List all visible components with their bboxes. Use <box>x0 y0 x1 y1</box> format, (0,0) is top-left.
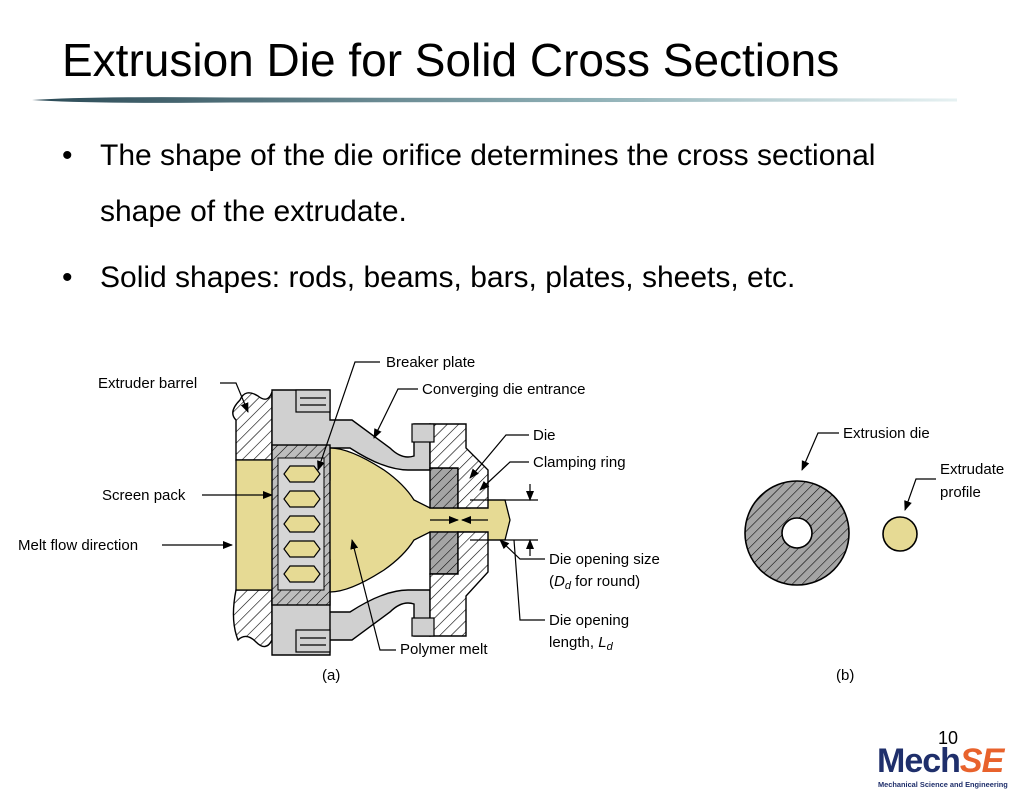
label-opening-length-symbol: length, Ld <box>549 634 614 653</box>
label-opening-length: Die opening <box>549 612 629 629</box>
label-opening-size-symbol: (Dd for round) <box>549 573 640 592</box>
leader-lines-a <box>162 361 545 651</box>
label-extrudate: Extrudate <box>940 461 1004 478</box>
extruder-barrel-bottom <box>232 589 273 648</box>
label-opening-size: Die opening size <box>549 551 660 568</box>
extrusion-die-figure: Extruder barrel Breaker plate Converging… <box>18 354 1004 684</box>
label-extrusion-die: Extrusion die <box>843 425 930 442</box>
label-die: Die <box>533 427 556 444</box>
extrudate-profile-circle <box>882 516 918 552</box>
diagram-a-labels: Extruder barrel Breaker plate Converging… <box>18 354 660 684</box>
slide-number: 10 <box>938 728 959 748</box>
die-lower <box>429 531 459 575</box>
label-melt-flow: Melt flow direction <box>18 537 138 554</box>
diagram-b: Extrusion die Extrudate profile (b) <box>744 425 1004 684</box>
caption-a: (a) <box>322 667 340 684</box>
extruder-barrel-top <box>232 391 273 461</box>
label-converging-entrance: Converging die entrance <box>422 381 585 398</box>
title-underline <box>32 97 957 103</box>
logo-subtitle: Mechanical Science and Engineering <box>878 780 1008 789</box>
bullet-list: The shape of the die orifice determines … <box>62 128 960 316</box>
label-polymer-melt: Polymer melt <box>400 641 488 658</box>
bolts <box>295 389 331 653</box>
breaker-plate-holes <box>283 465 321 583</box>
label-extruder-barrel: Extruder barrel <box>98 375 197 392</box>
slide-title: Extrusion Die for Solid Cross Sections <box>62 34 840 86</box>
label-clamping-ring: Clamping ring <box>533 454 626 471</box>
caption-b: (b) <box>836 667 854 684</box>
bullet-item: Solid shapes: rods, beams, bars, plates,… <box>62 250 960 306</box>
logo-mech-text: Mech <box>877 742 961 780</box>
clamping-ring-upper <box>429 423 489 509</box>
clamping-ring-lower <box>429 531 489 637</box>
label-screen-pack: Screen pack <box>102 487 186 504</box>
die-upper <box>429 467 459 509</box>
logo-se-text: SE <box>959 742 1004 780</box>
mechse-logo: MechSE Mechanical Science and Engineerin… <box>877 744 1023 790</box>
label-breaker-plate: Breaker plate <box>386 354 475 371</box>
label-extrudate-profile: profile <box>940 484 981 501</box>
bullet-item: The shape of the die orifice determines … <box>62 128 960 240</box>
